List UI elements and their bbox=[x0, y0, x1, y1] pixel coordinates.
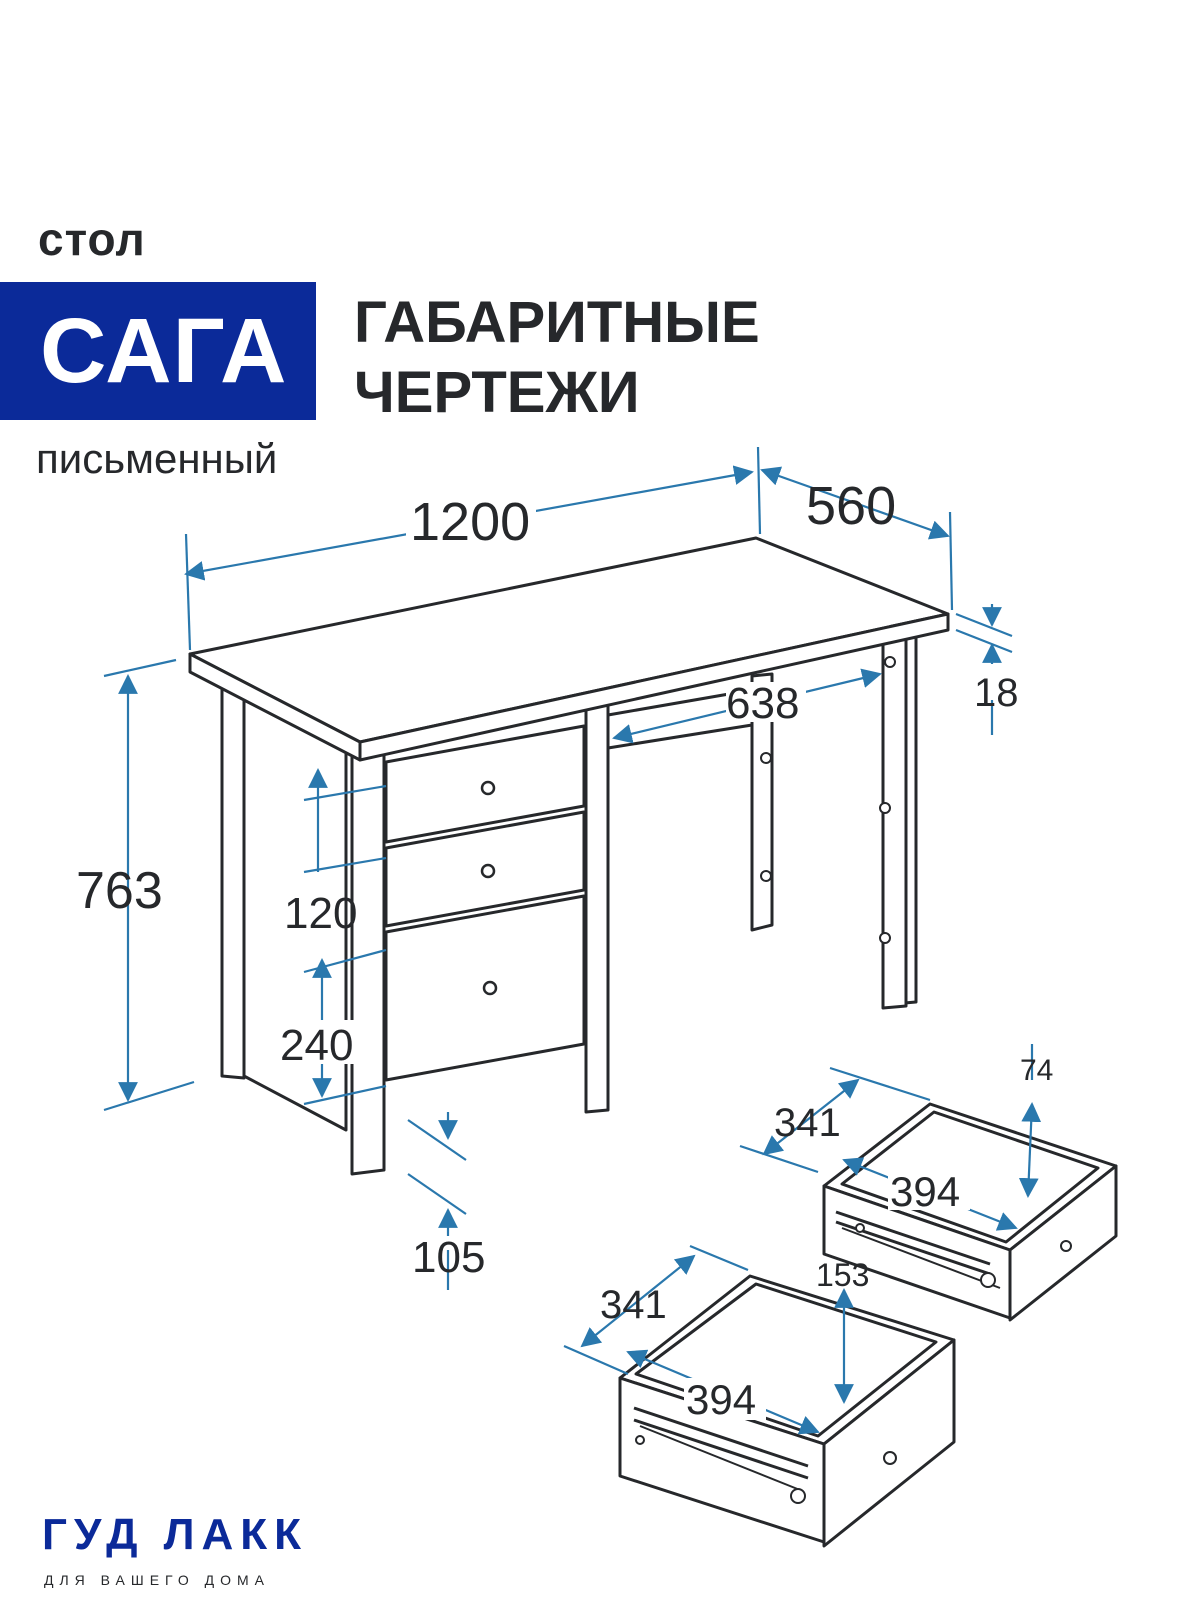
dim-line-small-depth bbox=[762, 1078, 860, 1156]
desk-dimension-lines bbox=[103, 446, 1013, 1290]
dim-label-depth: 560 bbox=[806, 476, 896, 536]
dim-label-large-drawer-width: 394 bbox=[686, 1376, 756, 1423]
dim-label-thickness: 18 bbox=[974, 671, 1019, 715]
dim-line-large-depth bbox=[580, 1254, 696, 1348]
large-drawer-illustration bbox=[618, 1274, 956, 1548]
desk-leg-back-left bbox=[220, 686, 246, 1080]
heading-line-2: ЧЕРТЕЖИ bbox=[354, 360, 640, 425]
dim-label-small-drawer-depth: 341 bbox=[774, 1101, 841, 1145]
desk-leg-front-right bbox=[881, 636, 908, 1010]
product-name: САГА bbox=[40, 299, 288, 402]
brand-logo: ГУД ЛАКК bbox=[42, 1510, 309, 1559]
dim-label-clearance: 105 bbox=[412, 1233, 485, 1282]
knob-bottom bbox=[482, 980, 498, 996]
heading-line-1: ГАБАРИТНЫЕ bbox=[354, 290, 760, 355]
dim-label-inner: 638 bbox=[726, 679, 799, 728]
product-name-band: САГА bbox=[0, 282, 316, 420]
dim-line-depth bbox=[760, 466, 950, 540]
panel-holes bbox=[760, 656, 896, 944]
knob-middle bbox=[480, 863, 496, 879]
drawer-knobs bbox=[480, 780, 498, 996]
dim-label-large-drawer-height: 153 bbox=[816, 1257, 869, 1293]
dim-label-small-drawer-width: 394 bbox=[890, 1168, 960, 1215]
product-type-label: стол bbox=[38, 213, 146, 265]
dim-label-small-drawer-height: 74 bbox=[1020, 1054, 1053, 1087]
dim-label-drawer-small: 120 bbox=[284, 889, 357, 938]
drawings-heading: ГАБАРИТНЫЕ ЧЕРТЕЖИ bbox=[354, 288, 760, 428]
dim-line-small-height bbox=[1018, 1102, 1042, 1198]
dim-label-height: 763 bbox=[76, 862, 163, 920]
large-drawer-front bbox=[822, 1338, 956, 1548]
knob-top bbox=[480, 780, 496, 796]
dim-label-large-drawer-depth: 341 bbox=[600, 1283, 667, 1327]
large-drawer-hardware bbox=[635, 1435, 897, 1504]
dim-label-drawer-large: 240 bbox=[280, 1021, 353, 1070]
brand-tagline: ДЛЯ ВАШЕГО ДОМА bbox=[44, 1572, 270, 1588]
dimension-labels: 1200 560 18 763 638 120 240 105 341 394 … bbox=[76, 476, 1053, 1423]
dim-label-width: 1200 bbox=[410, 492, 530, 552]
desk-leg-center bbox=[584, 702, 610, 1114]
desk-leg-front-left bbox=[350, 746, 386, 1176]
desk-illustration bbox=[188, 536, 950, 1176]
